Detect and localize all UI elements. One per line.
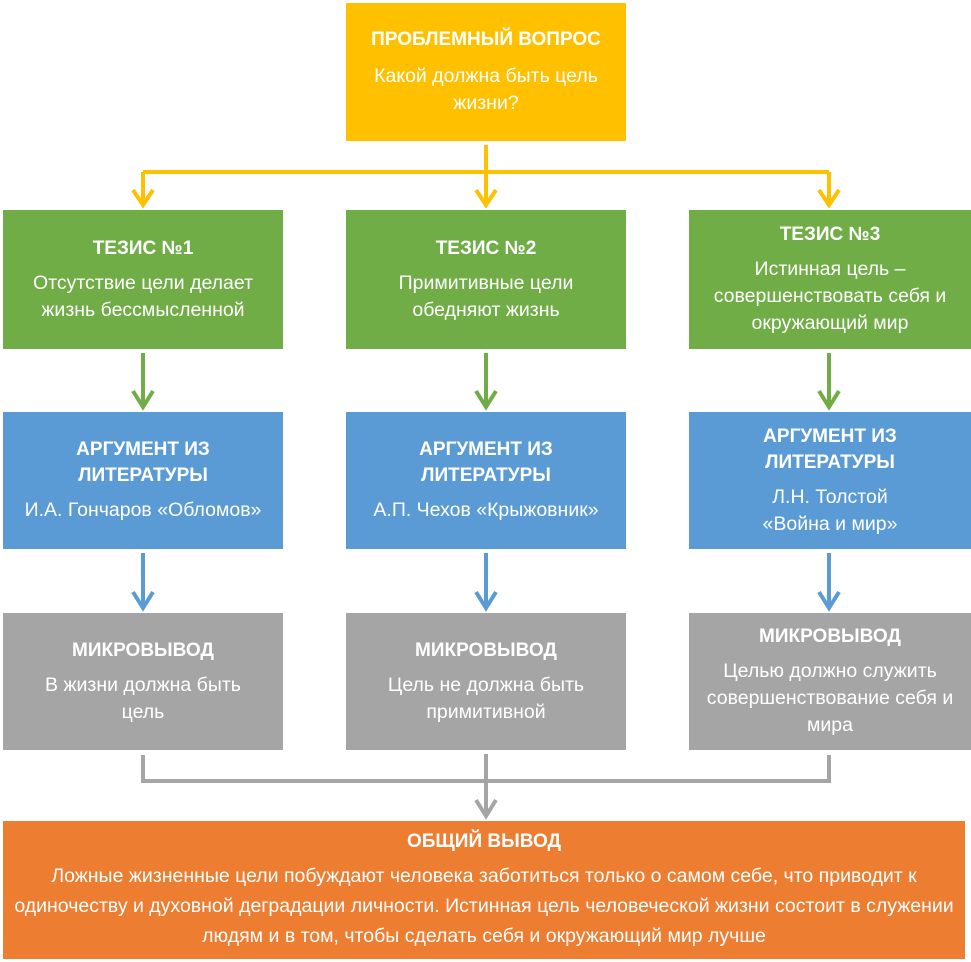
micro-text: В жизни должна быть цель xyxy=(45,673,241,723)
conclusion-text: Ложные жизненные цели побуждают человека… xyxy=(14,865,954,947)
argument-text: И.А. Гончаров «Обломов» xyxy=(24,499,262,521)
thesis-title: ТЕЗИС №3 xyxy=(779,224,881,245)
argument-title: АРГУМЕНТ ИЗ ЛИТЕРАТУРЫ xyxy=(763,425,897,473)
argument-box-3: АРГУМЕНТ ИЗ ЛИТЕРАТУРЫ Л.Н. Толстой «Вой… xyxy=(689,412,971,549)
micro-conclusion-box-2: МИКРОВЫВОД Цель не должна быть примитивн… xyxy=(346,613,626,750)
thesis-title: ТЕЗИС №2 xyxy=(435,237,537,259)
thesis-text: Примитивные цели обедняют жизнь xyxy=(398,271,574,321)
thesis-box-1: ТЕЗИС №1 Отсутствие цели делает жизнь бе… xyxy=(3,210,283,349)
argument-text: Л.Н. Толстой «Война и мир» xyxy=(762,485,898,535)
arrowhead-icon xyxy=(131,188,155,209)
argument-box-1: АРГУМЕНТ ИЗ ЛИТЕРАТУРЫ И.А. Гончаров «Об… xyxy=(3,412,283,549)
micro-title: МИКРОВЫВОД xyxy=(759,626,901,647)
thesis-box-2: ТЕЗИС №2 Примитивные цели обедняют жизнь xyxy=(346,210,626,349)
arrowhead-icon xyxy=(474,798,498,820)
arrowhead-icon xyxy=(817,590,841,612)
micro-conclusion-box-1: МИКРОВЫВОД В жизни должна быть цель xyxy=(3,613,283,750)
thesis-title: ТЕЗИС №1 xyxy=(92,237,194,259)
thesis-text: Отсутствие цели делает жизнь бессмысленн… xyxy=(32,271,254,321)
micro-text: Цель не должна быть примитивной xyxy=(387,673,585,723)
argument-box-2: АРГУМЕНТ ИЗ ЛИТЕРАТУРЫ А.П. Чехов «Крыжо… xyxy=(346,412,626,549)
micro-title: МИКРОВЫВОД xyxy=(72,639,214,661)
arrowhead-icon xyxy=(474,590,498,612)
problem-question-box: ПРОБЛЕМНЫЙ ВОПРОС Какой должна быть цель… xyxy=(346,3,626,141)
thesis-text: Истинная цель – совершенствовать себя и … xyxy=(713,258,947,334)
micro-text: Целью должно служить совершенствование с… xyxy=(706,660,954,736)
arrowhead-icon xyxy=(817,389,841,411)
arrowhead-icon xyxy=(474,389,498,411)
argument-title: АРГУМЕНТ ИЗ ЛИТЕРАТУРЫ xyxy=(76,439,210,486)
arrowhead-icon xyxy=(131,590,155,612)
arrowhead-icon xyxy=(817,188,841,209)
question-connector xyxy=(131,145,841,209)
conclusion-title: ОБЩИЙ ВЫВОД xyxy=(406,831,562,852)
argument-title: АРГУМЕНТ ИЗ ЛИТЕРАТУРЫ xyxy=(419,439,553,486)
arrowhead-icon xyxy=(131,389,155,411)
micro-title: МИКРОВЫВОД xyxy=(415,639,557,661)
question-title: ПРОБЛЕМНЫЙ ВОПРОС xyxy=(371,29,601,50)
argument-connector xyxy=(131,553,841,612)
micro-conclusion-box-3: МИКРОВЫВОД Целью должно служить совершен… xyxy=(689,613,971,750)
arrowhead-icon xyxy=(474,188,498,209)
thesis-box-3: ТЕЗИС №3 Истинная цель – совершенствоват… xyxy=(689,210,971,349)
question-text: Какой должна быть цель жизни? xyxy=(374,65,598,114)
micro-connector xyxy=(141,754,831,820)
thesis-connector xyxy=(131,353,841,411)
general-conclusion-box: ОБЩИЙ ВЫВОД Ложные жизненные цели побужд… xyxy=(3,821,965,959)
argument-text: А.П. Чехов «Крыжовник» xyxy=(373,499,599,521)
